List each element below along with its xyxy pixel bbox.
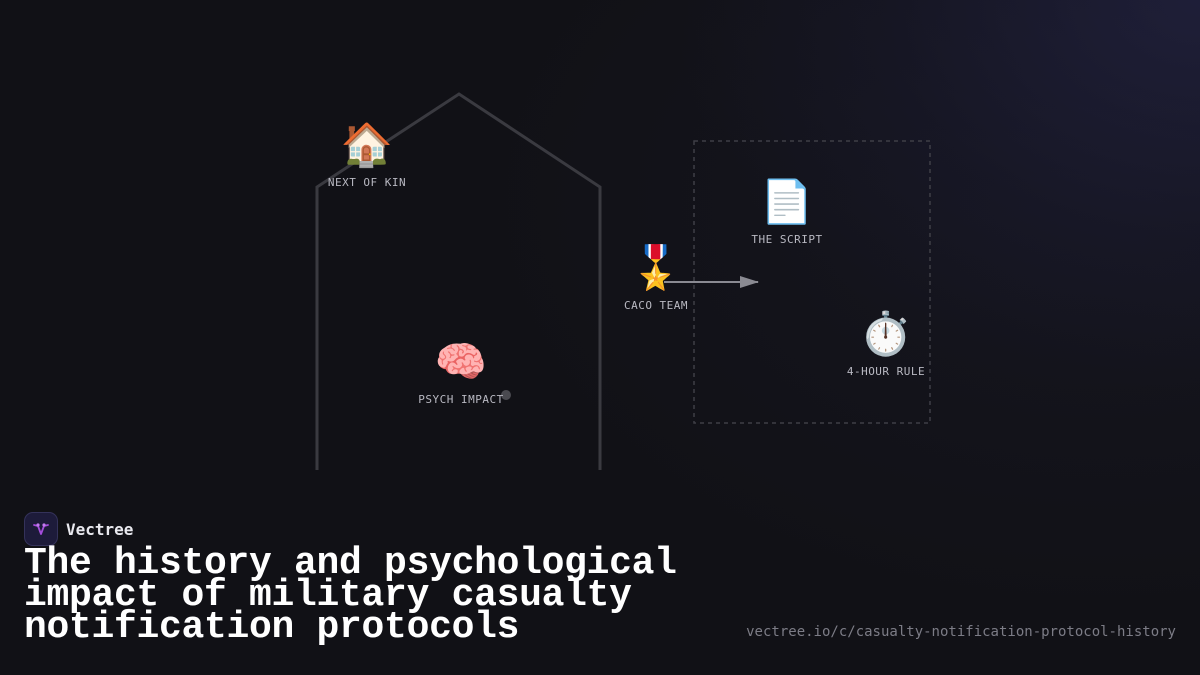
vectree-logo-icon [24,512,58,546]
page-url[interactable]: vectree.io/c/casualty-notification-proto… [746,624,1176,640]
brand-name: Vectree [66,519,134,539]
node-label: 4-HOUR RULE [846,365,926,378]
house-icon: 🏠 [340,120,394,169]
node-label: PSYCH IMPACT [418,393,504,406]
dashed-group-box [693,140,931,424]
node-label: THE SCRIPT [751,233,823,246]
node-label: NEXT OF KIN [327,176,407,189]
node-label: CACO TEAM [623,299,689,312]
node-psych-impact: 🧠 PSYCH IMPACT [418,337,503,406]
connector-dot [501,390,511,400]
node-caco-team: 🎖️ CACO TEAM [624,243,688,312]
military-medal-icon: 🎖️ [629,243,683,292]
page-title: The history and psychological impact of … [24,542,677,649]
stopwatch-icon: ⏱️ [859,309,913,358]
house-outline [315,92,602,470]
node-the-script: 📄 THE SCRIPT [751,177,822,246]
brain-icon: 🧠 [434,337,488,386]
node-next-of-kin: 🏠 NEXT OF KIN [328,120,406,189]
document-icon: 📄 [760,177,814,226]
brand[interactable]: Vectree [24,512,133,546]
node-four-hour-rule: ⏱️ 4-HOUR RULE [847,309,925,378]
